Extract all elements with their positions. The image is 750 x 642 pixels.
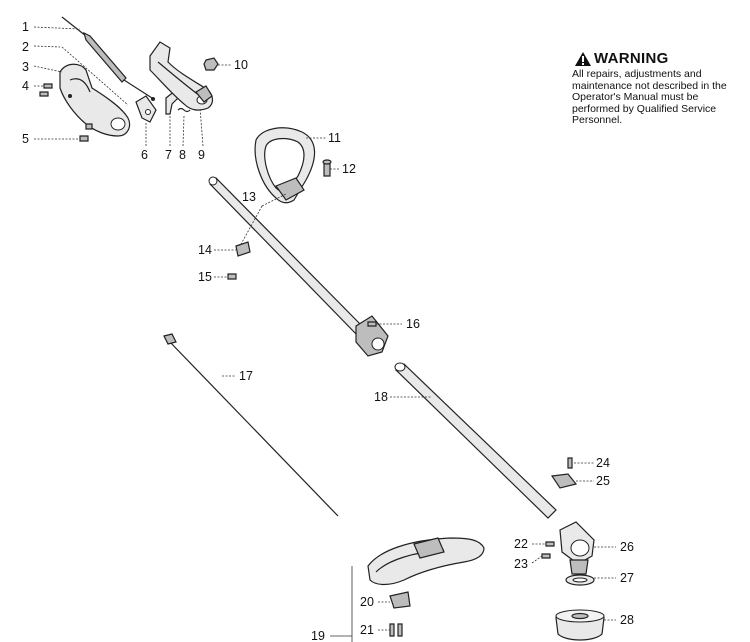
callout-12: 12 [342, 162, 356, 176]
callout-labels: 1 2 3 4 5 6 7 8 9 10 11 12 13 14 15 16 1… [22, 20, 634, 642]
callout-3: 3 [22, 60, 29, 74]
part-2-wire [61, 46, 129, 106]
callout-7: 7 [165, 148, 172, 162]
callout-4: 4 [22, 79, 29, 93]
callout-14: 14 [198, 243, 212, 257]
upper-shaft-tube [208, 176, 389, 357]
callout-28: 28 [620, 613, 634, 627]
part-10-nut [203, 57, 219, 71]
part-13-handle-clamp [275, 177, 305, 201]
part-19-shield [351, 537, 485, 642]
callout-22: 22 [514, 537, 528, 551]
callout-21: 21 [360, 623, 374, 637]
warning-text: All repairs, adjustments and maintenance… [572, 68, 727, 126]
callout-19: 19 [311, 629, 325, 642]
callout-16: 16 [406, 317, 420, 331]
callout-2: 2 [22, 40, 29, 54]
part-28-trimmer-head [555, 609, 605, 641]
callout-24: 24 [596, 456, 610, 470]
leader-lines [33, 26, 616, 637]
warning-triangle-icon [575, 52, 591, 66]
part-27-washer [565, 574, 595, 586]
part-4-screws [39, 83, 53, 97]
part-5-screw [79, 123, 93, 142]
callout-10: 10 [234, 58, 248, 72]
callout-5: 5 [22, 132, 29, 146]
callout-20: 20 [360, 595, 374, 609]
warning-notice: WARNING All repairs, adjustments and mai… [572, 50, 744, 127]
part-12-screw [322, 159, 332, 177]
callout-27: 27 [620, 571, 634, 585]
part-23-screw [541, 553, 551, 559]
part-8-spring [177, 107, 191, 113]
callout-17: 17 [239, 369, 253, 383]
callout-18: 18 [374, 390, 388, 404]
part-6-trigger [135, 95, 157, 123]
part-17-drive-shaft [163, 333, 339, 517]
callout-1: 1 [22, 20, 29, 34]
callout-8: 8 [179, 148, 186, 162]
part-22-screw [545, 541, 555, 547]
part-26-gearhead [559, 521, 595, 575]
part-3-handle-housing [59, 63, 131, 137]
part-24-pin [567, 457, 573, 469]
callout-13: 13 [242, 190, 256, 204]
callout-6: 6 [141, 148, 148, 162]
callout-26: 26 [620, 540, 634, 554]
warning-title: WARNING [594, 50, 669, 67]
part-1-throttle-cable [61, 16, 155, 101]
part-14-clip [235, 241, 251, 257]
part-25-blade [550, 473, 578, 489]
part-18-lower-shaft-tube [394, 362, 557, 519]
part-20-bracket [389, 591, 411, 609]
part-21-screws [389, 623, 403, 637]
callout-15: 15 [198, 270, 212, 284]
part-15-screw [227, 273, 237, 280]
callout-11: 11 [328, 131, 341, 145]
callout-23: 23 [514, 557, 528, 571]
callout-9: 9 [198, 148, 205, 162]
part-9-handle-housing [149, 41, 214, 111]
callout-25: 25 [596, 474, 610, 488]
part-16-screw [367, 321, 377, 327]
